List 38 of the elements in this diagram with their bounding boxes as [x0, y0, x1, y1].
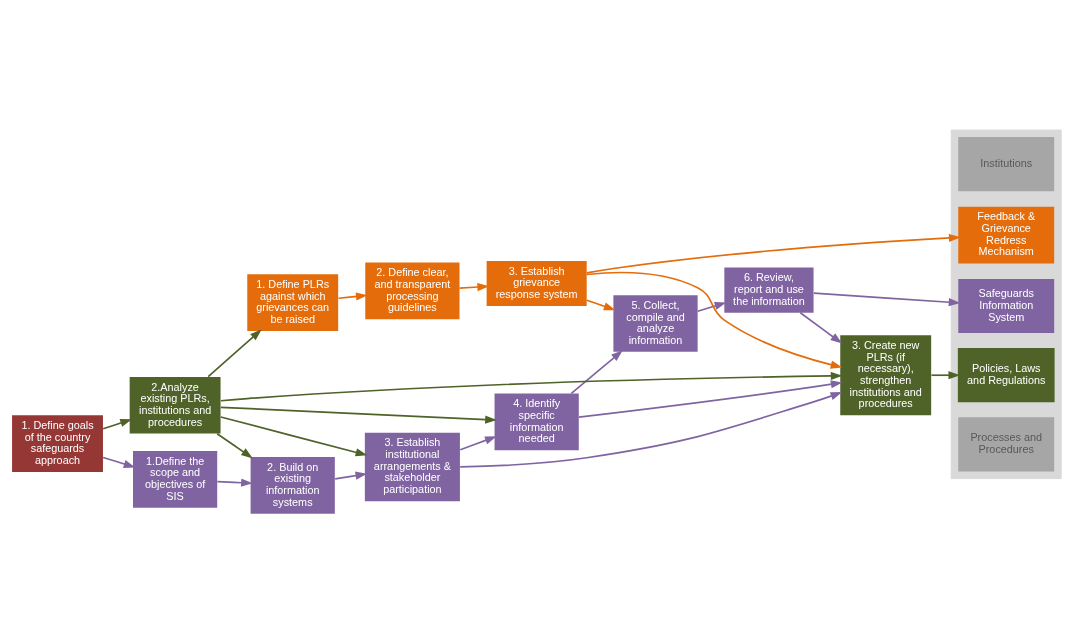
node-box: 4. Identify specific information needed — [494, 393, 579, 450]
node-box: Institutions — [958, 136, 1055, 191]
node-box: 1. Define PLRs against which grievances can be raised — [247, 273, 339, 331]
node-box: Policies, Laws and Regulations — [957, 347, 1055, 402]
arrow — [570, 349, 623, 394]
arrow — [585, 233, 961, 274]
arrow — [216, 432, 253, 458]
node-box: 2. Define clear, and transparent processing guidelines — [365, 262, 460, 319]
arrow — [586, 271, 843, 369]
arrow — [458, 282, 490, 291]
node-box: 5. Collect, compile and analyze information — [613, 294, 698, 352]
node-box: 3. Create new PLRs (if necessary), strengthen institutions and procedures — [840, 334, 932, 415]
arrow — [578, 379, 843, 418]
node-box: 1. Define goals of the country safeguards approach — [12, 414, 103, 472]
arrow — [812, 291, 961, 306]
node-box: 3. Establish institutional arrangements & stakeholder participation — [364, 432, 460, 501]
node-box: Feedback & Grievance Redress Mechanism — [958, 206, 1055, 263]
node-box: 2.Analyze existing PLRs, institutions and procedures — [129, 376, 221, 434]
arrow — [337, 291, 368, 301]
node-box: Safeguards Information System — [958, 278, 1055, 333]
arrow — [459, 435, 497, 450]
node-box: 2. Build on existing information systems — [250, 456, 335, 514]
arrow — [102, 456, 136, 468]
arrow — [220, 415, 368, 456]
arrow — [207, 328, 262, 377]
arrow — [696, 301, 727, 312]
arrow — [334, 471, 368, 480]
arrow — [102, 418, 132, 430]
arrow — [930, 370, 961, 379]
arrow — [586, 299, 616, 310]
node-box: 1.Define the scope and objectives of SIS — [133, 450, 218, 508]
node-box: 3. Establish grievance response system — [486, 260, 587, 306]
arrow — [799, 311, 843, 344]
node-box: Processes and Procedures — [958, 416, 1055, 472]
arrow — [219, 371, 843, 402]
arrow — [216, 478, 253, 487]
node-box: 6. Review, report and use the information — [724, 267, 814, 313]
arrow — [219, 406, 497, 424]
